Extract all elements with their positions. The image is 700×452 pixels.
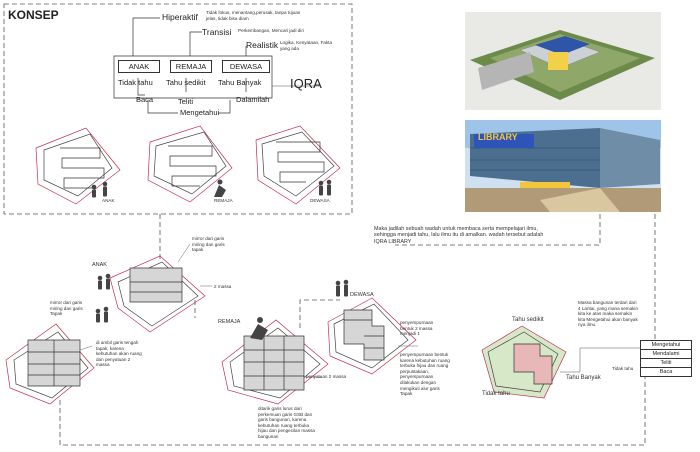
sketch-anak-process [109, 255, 206, 333]
sketch-dewasa-concept [255, 125, 341, 205]
note-2-massa: 2 massa [214, 284, 232, 289]
sketch-mirror-process [5, 323, 95, 405]
desc-realistik: Logika, Kenyataan, Fakta yang ada [280, 40, 333, 51]
statement-text: Maka jadilah sebuah wadah untuk membaca … [374, 226, 544, 245]
figure-anak-process-icon [97, 273, 111, 290]
render-aerial-image [465, 12, 661, 110]
note-mirror-top: mirror dari garis miring dan garis tapak [192, 236, 225, 253]
level-tidak-tahu: Tidak tahu [612, 366, 634, 371]
note-massa: Massa bangunan terdari dari 4 Lantai, ya… [578, 300, 639, 328]
connector-bottom [59, 375, 646, 446]
label-tahu-banyak: Tahu Banyak [218, 78, 262, 87]
process-remaja-label: REMAJA [218, 319, 241, 325]
connector-right [395, 214, 601, 246]
stage-anak-box: ANAK [118, 60, 160, 73]
note-mirror-left: mirror dari garis miring dan garis Tapak [50, 300, 83, 317]
level-mengetahui: Mengetahui [640, 340, 692, 350]
label-teliti: Teliti [178, 97, 194, 106]
desc-transisi: Perkembangan, Mencari jadi diri [238, 28, 304, 33]
stage-dewasa-box: DEWASA [222, 60, 270, 73]
page-title: KONSEP [8, 8, 59, 22]
label-dalamilah: Dalamilah [236, 95, 270, 104]
label-baca: Baca [136, 95, 154, 104]
connector-mid [299, 299, 340, 328]
label-mengetahui: Mengetahui [180, 108, 220, 117]
label-hiperaktif: Hiperaktif [162, 12, 198, 22]
note-diambil: di ambil garis tengah tapak, karena kebu… [96, 340, 142, 368]
final-tahu-sedikit: Tahu sedikit [512, 317, 544, 323]
figure-dewasa-icon [318, 179, 332, 196]
level-teliti: Teliti [640, 359, 692, 368]
stage-remaja-box: REMAJA [170, 60, 212, 73]
concept-tree-lines [113, 17, 273, 114]
note-ditarik: ditarik garis lurus dari perkemuan garis… [258, 406, 315, 439]
desc-hiperaktif: Tidak fokus, menantang,perusak, tanpa tu… [206, 10, 301, 21]
label-iqra: IQRA [290, 76, 322, 91]
levels-bracket [560, 347, 640, 373]
sketch-final-process [481, 325, 567, 399]
figure-dewasa-process-icon [335, 279, 349, 297]
figure-remaja-process-icon [250, 317, 268, 340]
process-dewasa-label: DEWASA [350, 292, 374, 298]
final-tahu-banyak: Tahu Banyak [566, 375, 601, 381]
final-tidak-tahu: Tidak tahu [482, 391, 510, 397]
figure-left-process-icon [95, 306, 109, 323]
library-sign: LIBRARY [478, 132, 518, 142]
label-tidak-tahu: Tidak tahu [118, 78, 153, 87]
note-penyatuan: penyatuan 2 massa [306, 374, 347, 379]
sketch-dewasa-process [327, 297, 417, 375]
level-mendalami: Mendalami [640, 350, 692, 359]
sketch-remaja-process [221, 319, 329, 405]
label-transisi: Transisi [202, 27, 232, 37]
caption-anak: ANAK [102, 198, 115, 203]
figure-anak-icon [91, 181, 108, 198]
levels-stack: Mengetahui Mendalami Teliti Baca [640, 340, 692, 377]
level-baca: Baca [640, 368, 692, 377]
figure-remaja-icon [214, 179, 226, 197]
note-penyempurnaan-1: penyempurnaan bentuk 2 massa menjadi 1 [400, 320, 434, 337]
note-penyempurnaan-2: penyempurnaan bentuk karena kebutuhan ru… [400, 352, 450, 397]
label-realistik: Realistik [246, 40, 279, 50]
caption-dewasa: DEWASA [310, 198, 330, 203]
label-tahu-sedikit: Tahu sedikit [166, 78, 206, 87]
sketch-anak-concept [35, 127, 121, 205]
sketch-remaja-concept [147, 125, 233, 203]
caption-remaja: REMAJA [214, 198, 233, 203]
concept-frame [3, 3, 353, 215]
process-anak-label: ANAK [92, 262, 107, 268]
render-facade-image [465, 120, 661, 212]
